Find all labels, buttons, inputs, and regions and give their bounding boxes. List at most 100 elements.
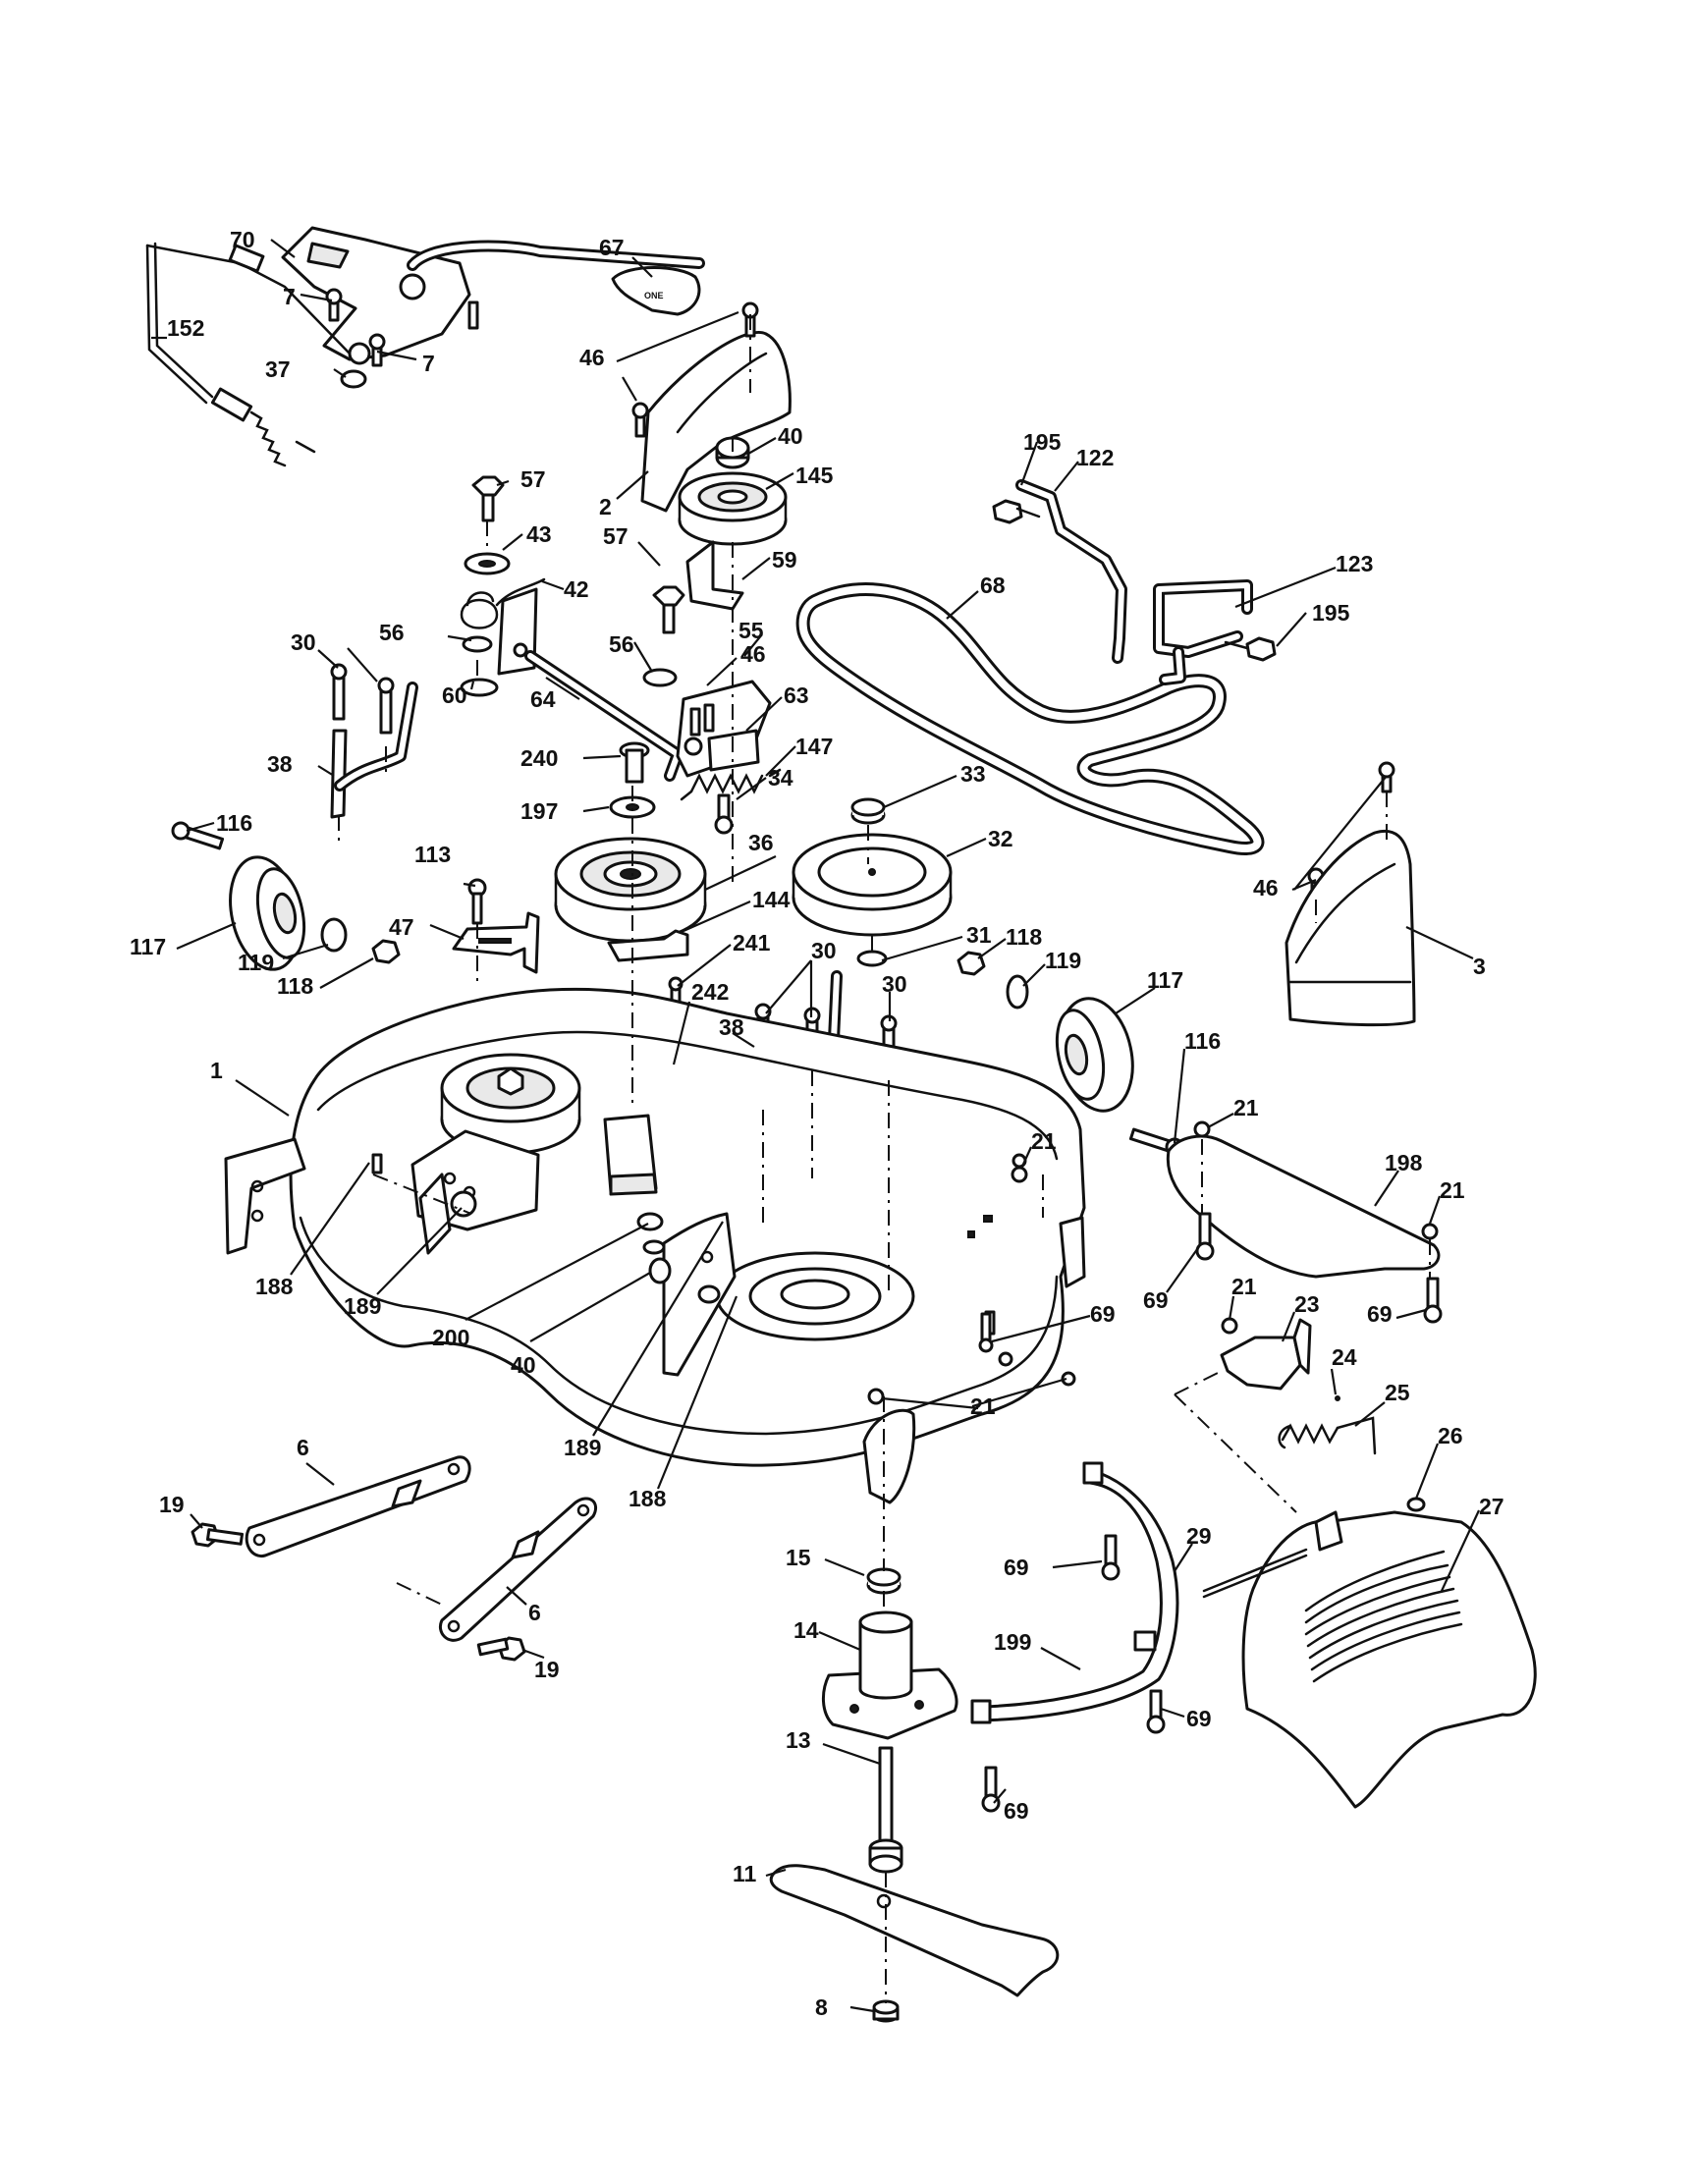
callout-60: 60: [442, 682, 467, 708]
part-56-washers: [462, 635, 678, 687]
callout-30-b: 30: [811, 938, 837, 963]
callout-37: 37: [265, 356, 291, 382]
part-145-idler-pulley: [678, 471, 788, 546]
part-117-wheel-left: [229, 855, 306, 971]
callout-56-b: 56: [609, 631, 634, 657]
leader-lines: [151, 239, 1480, 2013]
part-199-strap: [970, 1461, 1179, 1724]
callout-15: 15: [786, 1545, 811, 1570]
callout-21-d: 21: [1231, 1274, 1257, 1299]
callout-38-a: 38: [267, 751, 293, 777]
callout-188-a: 188: [255, 1274, 294, 1299]
part-14-spindle-housing: [822, 1611, 958, 1740]
callout-13: 13: [786, 1727, 811, 1753]
callout-119-b: 119: [1045, 948, 1081, 973]
part-68-belt: [795, 582, 1265, 855]
callout-21-b: 21: [1031, 1128, 1057, 1154]
part-37-nut: [340, 369, 367, 389]
part-119-washer-left: [320, 917, 348, 953]
callout-40-b: 40: [511, 1352, 536, 1378]
callout-59: 59: [772, 547, 797, 573]
callout-7-a: 7: [283, 284, 296, 309]
part-240-bolt: [619, 741, 650, 784]
callout-123: 123: [1336, 551, 1373, 576]
callout-30-c: 30: [882, 971, 907, 997]
part-25-spring: [1278, 1416, 1377, 1455]
part-144-bracket: [607, 929, 689, 962]
callout-21-a: 21: [1233, 1095, 1259, 1120]
callout-195-b: 195: [1312, 600, 1350, 626]
callout-144: 144: [752, 887, 791, 912]
part-13-shaft: [868, 1746, 903, 1874]
callout-113: 113: [414, 842, 451, 867]
part-11-blade: [769, 1864, 1060, 1997]
callout-21-e: 21: [970, 1393, 996, 1419]
callout-116-a: 116: [216, 810, 252, 836]
part-30-bolts-left: [330, 663, 395, 735]
callout-1: 1: [210, 1058, 223, 1083]
callout-64: 64: [530, 686, 556, 712]
part-34-bolt: [714, 793, 734, 835]
part-6-bracket-a: [245, 1455, 471, 1558]
part-122-123-belt-guides: [1015, 479, 1253, 685]
callout-47: 47: [389, 914, 414, 940]
callout-69-d: 69: [1004, 1555, 1029, 1580]
callout-118-a: 118: [277, 973, 313, 999]
part-195-bolts: [992, 499, 1277, 662]
callout-38-b: 38: [719, 1014, 744, 1040]
callout-6-b: 6: [528, 1600, 541, 1625]
part-32-pulley: [792, 833, 953, 937]
part-8-bolt: [872, 1999, 900, 2023]
callout-23: 23: [1294, 1291, 1320, 1317]
brand-tag: ONE: [644, 291, 664, 300]
part-23-bracket: [1220, 1318, 1312, 1391]
callout-31: 31: [966, 922, 992, 948]
callout-19-a: 19: [159, 1492, 185, 1517]
callout-21-c: 21: [1440, 1177, 1465, 1203]
part-36-pulley: [554, 837, 707, 943]
part-31-washer: [856, 950, 888, 967]
callout-122: 122: [1076, 445, 1114, 470]
part-70-lift-bracket: [281, 226, 705, 365]
part-38-bracket-left: [330, 682, 418, 819]
part-3-cover: [1285, 829, 1416, 1027]
callout-147: 147: [795, 734, 833, 759]
callout-70: 70: [230, 227, 255, 252]
callout-27: 27: [1479, 1494, 1504, 1519]
callout-198: 198: [1385, 1150, 1423, 1175]
part-57-bolt-right: [652, 585, 685, 634]
callout-55: 55: [738, 618, 764, 643]
callout-189-a: 189: [344, 1293, 381, 1319]
callout-119-a: 119: [238, 950, 274, 975]
callout-117-a: 117: [130, 934, 166, 959]
callout-14: 14: [793, 1617, 819, 1643]
callout-188-b: 188: [629, 1486, 667, 1511]
part-15-bearing: [866, 1567, 902, 1595]
callout-68: 68: [980, 573, 1006, 598]
callout-labels: 70 67 7 7 152 37 46 40 2 145 57 43 42 57…: [130, 227, 1504, 2020]
part-42-spring: [460, 577, 546, 629]
callout-57-a: 57: [520, 466, 546, 492]
assembly-axes: [338, 314, 1431, 2003]
callout-69-f: 69: [1004, 1798, 1029, 1824]
callout-56-a: 56: [379, 620, 405, 645]
callout-69-b: 69: [1143, 1287, 1169, 1313]
part-198-baffle: [1166, 1134, 1441, 1279]
callout-11: 11: [733, 1861, 757, 1886]
callout-40-a: 40: [778, 423, 803, 449]
callout-33: 33: [960, 761, 986, 787]
callout-42: 42: [564, 576, 589, 602]
part-6-bracket-b: [439, 1497, 598, 1642]
part-57-bolt-left: [471, 475, 505, 522]
callout-34: 34: [768, 765, 793, 791]
part-1-mower-deck: [224, 987, 1086, 1504]
part-43-washer: [464, 552, 511, 575]
callout-46-b: 46: [740, 641, 766, 667]
callout-67: 67: [599, 235, 625, 260]
part-147-spring: [680, 768, 782, 801]
part-26-washer: [1406, 1497, 1426, 1512]
callout-6-a: 6: [297, 1435, 309, 1460]
part-19-bolts: [191, 1522, 526, 1662]
part-119-washer-right: [1006, 974, 1029, 1010]
